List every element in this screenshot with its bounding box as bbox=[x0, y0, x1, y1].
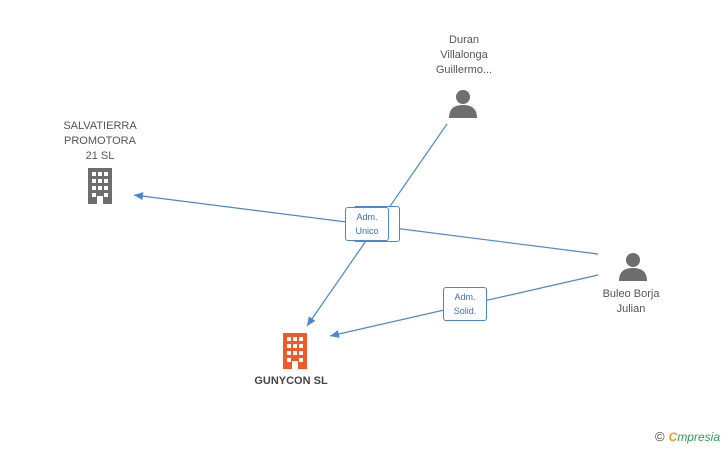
brand-logo: ©Cmpresia bbox=[655, 429, 720, 444]
edge-label-adm-solid[interactable]: Adm. Solid. bbox=[443, 287, 487, 321]
copyright-symbol: © bbox=[655, 429, 665, 444]
brand-e-letter: C bbox=[668, 430, 678, 444]
person-icon[interactable] bbox=[618, 251, 648, 281]
node-label-buleo[interactable]: Buleo Borja Julian bbox=[602, 288, 660, 315]
edge-label-adm-unico[interactable]: Adm. Unico bbox=[345, 207, 389, 241]
node-label-salvatierra[interactable]: SALVATIERRA PROMOTORA 21 SL bbox=[63, 120, 137, 162]
node-label-duran[interactable]: Duran Villalonga Guillermo... bbox=[435, 34, 493, 76]
brand-name: mpresia bbox=[677, 430, 720, 444]
node-label-gunycon[interactable]: GUNYCON SL bbox=[254, 375, 328, 387]
building-icon-main[interactable] bbox=[279, 333, 311, 369]
person-icon[interactable] bbox=[448, 88, 478, 118]
building-icon[interactable] bbox=[84, 168, 116, 204]
